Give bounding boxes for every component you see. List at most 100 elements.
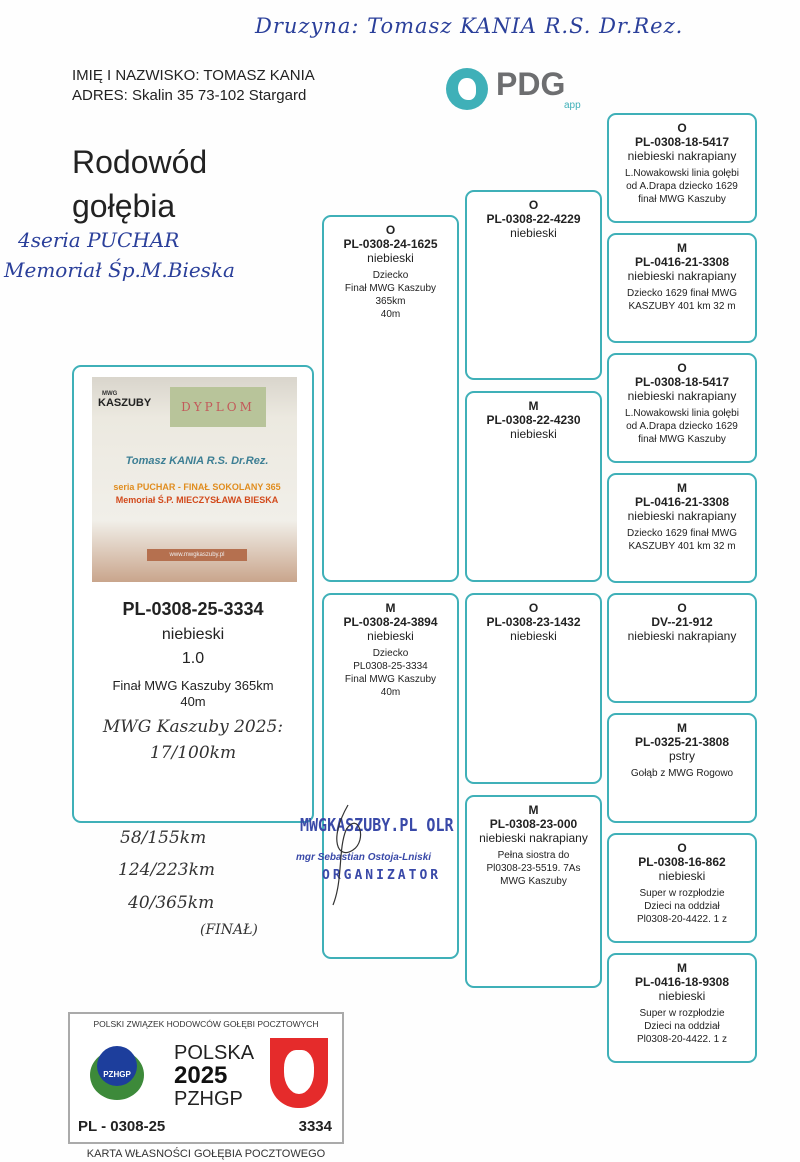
ring-number: PL-0308-24-1625	[343, 237, 438, 251]
pzhgp-badge: PZHGP	[97, 1046, 137, 1086]
ring-number: PL-0308-22-4230	[486, 413, 581, 427]
color-label: niebieski	[658, 989, 706, 1003]
ring-number: PL-0308-23-1432	[486, 615, 581, 629]
note-line: finał MWG Kaszuby	[638, 434, 726, 445]
polish-eagle-icon	[270, 1038, 328, 1108]
note-line: L.Nowakowski linia gołębi	[625, 408, 739, 419]
main-bird-card[interactable]: MWG KASZUBY DYPLOM Tomasz KANIA R.S. Dr.…	[72, 365, 314, 823]
color-label: niebieski	[510, 226, 557, 240]
color-label: niebieski nakrapiany	[479, 831, 588, 845]
ring-number: PL-0325-21-3808	[634, 735, 730, 749]
photo-name: Tomasz KANIA R.S. Dr.Rez.	[125, 455, 269, 467]
color-label: niebieski	[367, 629, 414, 643]
photo-brand-top: MWG	[102, 391, 118, 397]
owner-address: ADRES: Skalin 35 73-102 Stargard	[72, 87, 307, 104]
main-value: 1.0	[181, 650, 205, 667]
notes: Dziecko 1629 finał MWG KASZUBY 401 km 32 …	[609, 287, 755, 313]
note-line: KASZUBY 401 km 32 m	[628, 301, 736, 312]
card-ring-number: 3334	[298, 1118, 332, 1135]
photo-url: www.mwgkaszuby.pl	[147, 549, 247, 561]
card-footer: KARTA WŁASNOŚCI GOŁĘBIA POCZTOWEGO	[86, 1148, 326, 1160]
note-line: finał MWG Kaszuby	[638, 194, 726, 205]
notes: L.Nowakowski linia gołębi od A.Drapa dzie…	[609, 407, 755, 446]
sex-label: M	[677, 961, 687, 975]
note-line: od A.Drapa dziecko 1629	[626, 181, 738, 192]
logo-subtext: app	[564, 100, 581, 111]
note-line: Gołąb z MWG Rogowo	[630, 768, 734, 779]
card-ring-prefix: PL - 0308-25	[78, 1118, 166, 1135]
notes: Gołąb z MWG Rogowo	[609, 767, 755, 780]
color-label: niebieski	[510, 427, 557, 441]
handwritten-result-header: MWG Kaszuby 2025:	[102, 717, 284, 737]
color-label: niebieski nakrapiany	[627, 149, 737, 163]
color-label: niebieski nakrapiany	[627, 509, 737, 523]
ownership-card: POLSKI ZWIĄZEK HODOWCÓW GOŁĘBI POCZTOWYC…	[68, 1012, 344, 1144]
ring-number: PL-0308-18-5417	[634, 375, 730, 389]
photo-line1: seria PUCHAR - FINAŁ SOKOLANY 365	[113, 482, 281, 492]
main-note-2: 40m	[180, 694, 206, 709]
note-line: Pl0308-20-4422. 1 z	[636, 1034, 728, 1045]
ring-number: PL-0416-21-3308	[634, 255, 730, 269]
sex-label: M	[385, 601, 396, 615]
sex-label: O	[677, 841, 687, 855]
note-line: 40m	[380, 309, 401, 320]
color-label: niebieski	[367, 251, 414, 265]
sex-label: M	[677, 721, 687, 735]
ring-number: PL-0308-23-000	[489, 817, 578, 831]
handwritten-result: 40/365km	[128, 893, 215, 913]
logo-text: PDG	[496, 66, 566, 102]
handwritten-result: 58/155km	[120, 828, 207, 848]
note-line: Final MWG Kaszuby	[344, 674, 437, 685]
sex-label: O	[677, 361, 687, 375]
handwritten-series: 4seria PUCHAR	[18, 228, 180, 252]
stamp-line3: ORGANIZATOR	[322, 868, 442, 883]
note-line: PL0308-25-3334	[353, 661, 428, 672]
color-label: niebieski nakrapiany	[627, 269, 737, 283]
note-line: Pl0308-23-5519. 7As	[486, 863, 581, 874]
note-line: Pl0308-20-4422. 1 z	[636, 914, 728, 925]
card-header: POLSKI ZWIĄZEK HODOWCÓW GOŁĘBI POCZTOWYC…	[93, 1019, 319, 1029]
ring-number: PL-0308-24-3894	[343, 615, 438, 629]
sex-label: O	[677, 601, 687, 615]
note-line: KASZUBY 401 km 32 m	[628, 541, 736, 552]
sex-label: O	[528, 601, 539, 615]
handwritten-result: 124/223km	[118, 860, 216, 880]
diploma-photo: MWG KASZUBY DYPLOM Tomasz KANIA R.S. Dr.…	[92, 377, 297, 582]
pdg-logo: PDG app	[446, 66, 596, 112]
note-line: MWG Kaszuby	[500, 876, 567, 887]
note-line: Dziecko 1629 finał MWG	[626, 288, 738, 299]
handwritten-final: (FINAŁ)	[200, 922, 258, 938]
card-country: POLSKA	[174, 1042, 255, 1064]
main-note: Finał MWG Kaszuby 365km	[112, 678, 274, 693]
color-label: niebieski	[658, 869, 706, 883]
handwritten-team: Druzyna: Tomasz KANIA R.S. Dr.Rez.	[255, 14, 684, 38]
ring-number: PL-0308-16-862	[638, 855, 726, 869]
photo-diploma: DYPLOM	[170, 387, 266, 427]
color-label: niebieski	[510, 629, 557, 643]
owner-name: IMIĘ I NAZWISKO: TOMASZ KANIA	[72, 67, 315, 84]
note-line: Super w rozpłodzie	[639, 1008, 725, 1019]
ring-number: PL-0416-18-9308	[634, 975, 730, 989]
notes: L.Nowakowski linia gołębi od A.Drapa dzie…	[609, 167, 755, 206]
note-line: od A.Drapa dziecko 1629	[626, 421, 738, 432]
handwritten-memorial: Memoriał Śp.M.Bieska	[4, 258, 235, 282]
note-line: L.Nowakowski linia gołębi	[625, 168, 739, 179]
sex-label: M	[528, 803, 539, 817]
ring-number: PL-0308-22-4229	[486, 212, 581, 226]
